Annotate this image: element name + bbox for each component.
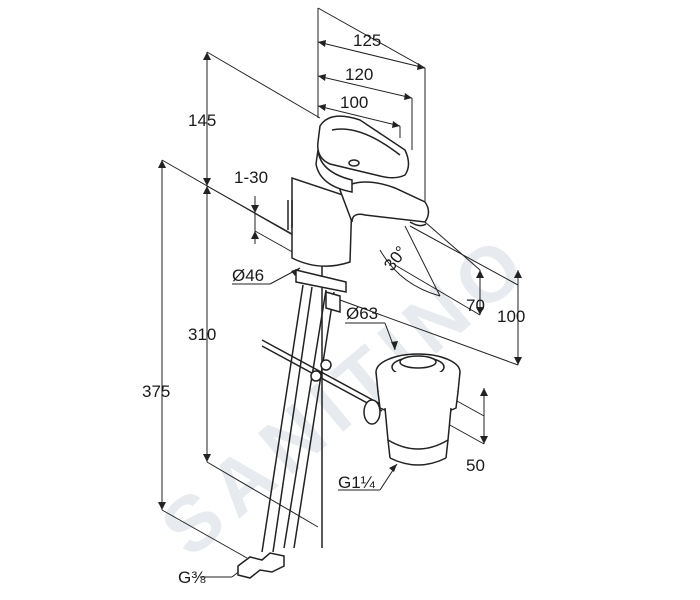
dim-125: 125 — [353, 31, 381, 50]
dim-50: 50 — [466, 456, 485, 475]
waste-valve — [363, 353, 461, 466]
dim-310: 310 — [188, 325, 216, 344]
dim-dia-46: Ø46 — [232, 266, 264, 285]
faucet — [237, 115, 430, 579]
dim-375: 375 — [142, 382, 170, 401]
drain-rod — [261, 339, 383, 412]
dim-dia-63: Ø63 — [346, 304, 378, 323]
dim-angle-30: 30° — [380, 242, 411, 274]
dim-120: 120 — [345, 65, 373, 84]
dim-100-right: 100 — [497, 307, 525, 326]
thread-g3-8: G⅜ — [178, 568, 206, 587]
dim-145: 145 — [188, 111, 216, 130]
dim-100-top: 100 — [340, 93, 368, 112]
thread-g1-1-4: G1¼ — [338, 473, 376, 492]
dim-1-30: 1-30 — [234, 168, 268, 187]
arrowheads — [158, 40, 522, 574]
dim-70: 70 — [466, 296, 485, 315]
